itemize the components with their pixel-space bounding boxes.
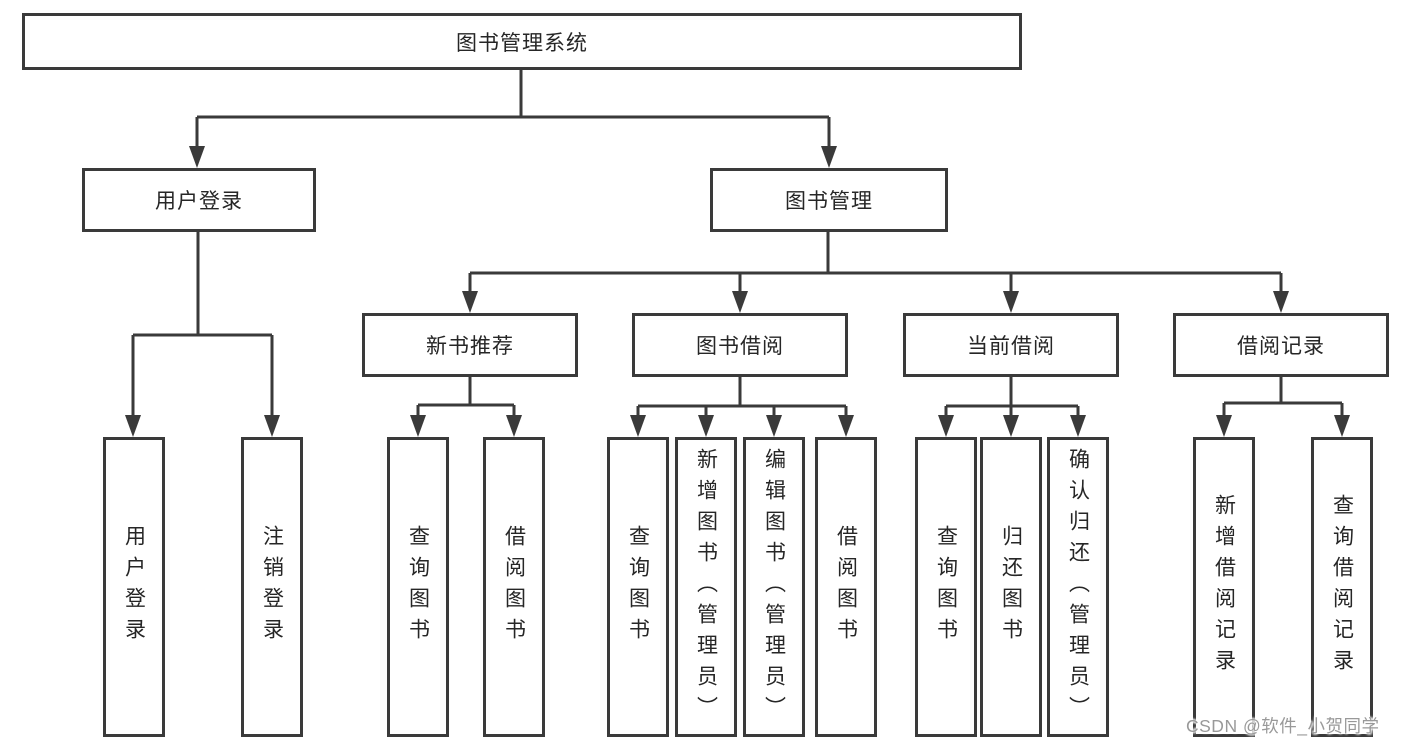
node-root-library-system: 图书管理系统 xyxy=(22,13,1022,70)
connector-book-to-level3 xyxy=(468,232,1283,294)
arrowhead xyxy=(821,146,837,168)
leaf-user-login: 用户登录 xyxy=(103,437,165,737)
arrowhead xyxy=(698,415,714,437)
leaf-borrow-edit-books-admin: 编辑图书（管理员） xyxy=(743,437,805,737)
node-book-management: 图书管理 xyxy=(710,168,948,232)
leaf-newbook-borrow-books: 借阅图书 xyxy=(483,437,545,737)
leaf-logout: 注销登录 xyxy=(241,437,303,737)
leaf-current-confirm-return-admin: 确认归还（管理员） xyxy=(1047,437,1109,737)
leaf-borrow-add-books-admin: 新增图书（管理员） xyxy=(675,437,737,737)
leaf-newbook-query-books: 查询图书 xyxy=(387,437,449,737)
connector-borrow-to-leaves xyxy=(636,377,848,418)
arrowhead xyxy=(630,415,646,437)
leaf-borrow-borrow-books: 借阅图书 xyxy=(815,437,877,737)
node-book-borrow: 图书借阅 xyxy=(632,313,848,377)
leaf-current-return-books: 归还图书 xyxy=(980,437,1042,737)
csdn-watermark: CSDN @软件_小贺同学 xyxy=(1186,716,1380,736)
arrowhead xyxy=(1216,415,1232,437)
leaf-record-add-borrow-record: 新增借阅记录 xyxy=(1193,437,1255,737)
arrowhead xyxy=(506,415,522,437)
arrowhead xyxy=(1003,415,1019,437)
arrowhead xyxy=(732,291,748,313)
leaf-current-query-books: 查询图书 xyxy=(915,437,977,737)
arrowhead xyxy=(264,415,280,437)
connector-user-to-leaves xyxy=(131,232,274,418)
arrowhead xyxy=(1273,291,1289,313)
arrowhead xyxy=(1334,415,1350,437)
arrowhead xyxy=(189,146,205,168)
connector-newbook-to-leaves xyxy=(416,377,516,418)
arrowhead xyxy=(838,415,854,437)
arrowhead xyxy=(1070,415,1086,437)
arrowhead xyxy=(766,415,782,437)
arrowhead xyxy=(1003,291,1019,313)
connector-root-to-level2 xyxy=(195,70,831,150)
node-user-login: 用户登录 xyxy=(82,168,316,232)
arrowhead xyxy=(462,291,478,313)
node-current-borrow: 当前借阅 xyxy=(903,313,1119,377)
arrowhead xyxy=(938,415,954,437)
node-new-book-recommend: 新书推荐 xyxy=(362,313,578,377)
connector-record-to-leaves xyxy=(1222,377,1344,418)
node-borrow-records: 借阅记录 xyxy=(1173,313,1389,377)
connector-current-to-leaves xyxy=(944,377,1080,418)
leaf-borrow-query-books: 查询图书 xyxy=(607,437,669,737)
arrowhead xyxy=(125,415,141,437)
leaf-record-query-borrow-record: 查询借阅记录 xyxy=(1311,437,1373,737)
arrowhead xyxy=(410,415,426,437)
